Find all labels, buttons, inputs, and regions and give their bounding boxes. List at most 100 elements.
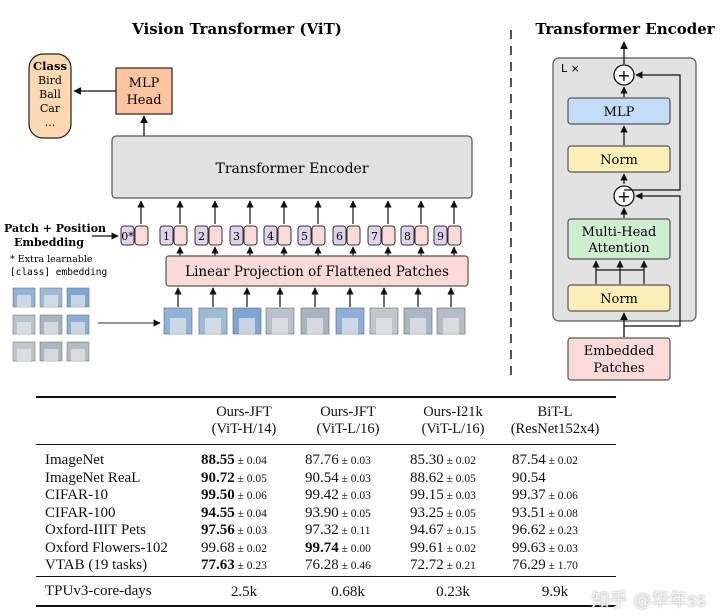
residual-add-icon bbox=[613, 64, 635, 86]
norm-block-bottom bbox=[567, 284, 671, 312]
position-embedding-token bbox=[263, 225, 278, 246]
table-row-label: CIFAR-100 bbox=[45, 504, 116, 521]
tile-building-shape bbox=[17, 295, 31, 307]
column-header-line: BiT-L bbox=[537, 404, 573, 420]
cell-error: ± 0.05 bbox=[443, 507, 476, 520]
cell-value: 77.63 bbox=[201, 557, 235, 573]
transformer-encoder-box bbox=[111, 135, 473, 199]
table-cell: 99.42 ± 0.03 bbox=[305, 487, 371, 504]
table-cell: 97.32 ± 0.11 bbox=[305, 522, 371, 539]
token-label: 3 bbox=[233, 230, 240, 243]
patch-embedding-token bbox=[277, 225, 292, 246]
table-row-label: Oxford Flowers-102 bbox=[45, 539, 168, 556]
table-bottom-rule bbox=[36, 605, 616, 607]
embedding-label: Patch + Position bbox=[4, 222, 106, 235]
position-embedding-token bbox=[159, 225, 174, 246]
embedding-label: Embedding bbox=[14, 236, 84, 249]
embedded-patches-box bbox=[567, 337, 671, 381]
cell-value: 94.67 bbox=[410, 522, 444, 538]
patch-embedding-token bbox=[381, 225, 396, 246]
token-label: 2 bbox=[198, 230, 205, 243]
residual-skip bbox=[624, 192, 681, 327]
table-cell: 99.37 ± 0.06 bbox=[512, 487, 578, 504]
cell-error: ± 0.03 bbox=[338, 472, 371, 485]
norm-block-label: Norm bbox=[600, 153, 638, 168]
cell-value: 97.32 bbox=[305, 522, 339, 538]
footer-cell: 9.9k bbox=[541, 584, 569, 600]
table-cell: 93.51 ± 0.08 bbox=[512, 505, 578, 522]
linear-projection-label: Linear Projection of Flattened Patches bbox=[185, 264, 449, 280]
table-cell: 76.29 ± 1.70 bbox=[512, 557, 578, 574]
patch-building-shape bbox=[272, 318, 288, 334]
cell-error: ± 0.02 bbox=[443, 455, 476, 467]
table-row-label: CIFAR-10 bbox=[45, 487, 109, 503]
cell-value: 90.54 bbox=[305, 469, 339, 486]
cell-value: 87.54 bbox=[512, 452, 546, 468]
position-embedding-token bbox=[229, 225, 244, 246]
cell-value: 94.55 bbox=[201, 504, 235, 521]
tile-building-shape bbox=[71, 322, 85, 334]
encoder-detail-title: Transformer Encoder bbox=[535, 20, 715, 38]
patch-embedding-token bbox=[447, 225, 462, 246]
class-item: Ball bbox=[39, 88, 61, 101]
table-cell: 99.15 ± 0.03 bbox=[410, 487, 476, 504]
patch-embedding-token bbox=[208, 225, 223, 246]
column-header: BiT-L(ResNet152x4) bbox=[500, 404, 610, 438]
class-box-title: Class bbox=[33, 59, 67, 73]
table-cell: 99.50 ± 0.06 bbox=[201, 487, 267, 504]
column-header-line: (ViT-L/16) bbox=[316, 421, 380, 437]
cell-value: 87.76 bbox=[305, 452, 339, 468]
patch-building-shape bbox=[307, 318, 323, 334]
cell-value: 72.72 bbox=[410, 557, 444, 573]
tile-building-shape bbox=[44, 349, 58, 361]
watermark: 知乎 @华年ss bbox=[591, 590, 706, 611]
cell-error: ± 0.06 bbox=[234, 490, 267, 502]
cell-value: 99.61 bbox=[410, 539, 444, 556]
cell-error: ± 0.03 bbox=[234, 525, 267, 537]
token-label: 8 bbox=[404, 230, 411, 243]
table-cell: 77.63 ± 0.23 bbox=[201, 557, 267, 574]
cell-error: ± 0.08 bbox=[545, 507, 578, 520]
tile-building-shape bbox=[17, 349, 31, 361]
cell-error: ± 1.70 bbox=[545, 560, 578, 572]
embedded-patches-label: Embedded bbox=[584, 344, 655, 359]
footer-label: TPUv3-core-days bbox=[45, 583, 152, 599]
patch-building-shape bbox=[443, 318, 459, 334]
column-header-line: (ViT-L/16) bbox=[421, 421, 485, 437]
cell-error: ± 0.03 bbox=[545, 542, 578, 555]
patch-embedding-token bbox=[173, 225, 188, 246]
cell-value: 76.29 bbox=[512, 557, 546, 573]
mlp-block bbox=[567, 97, 671, 125]
position-embedding-token bbox=[297, 225, 312, 246]
cell-value: 99.15 bbox=[410, 487, 444, 503]
class-item: Bird bbox=[38, 74, 62, 87]
cell-error: ± 0.02 bbox=[234, 542, 267, 555]
norm-block-label: Norm bbox=[600, 292, 638, 307]
table-cell: 99.74 ± 0.00 bbox=[305, 540, 371, 557]
token-label: 4 bbox=[267, 230, 274, 243]
mlp-head-label: MLP bbox=[129, 76, 160, 91]
cell-error: ± 0.02 bbox=[443, 542, 476, 555]
input-image-grid bbox=[12, 287, 90, 362]
table-cell: 87.54 ± 0.02 bbox=[512, 452, 578, 469]
residual-add-label: + bbox=[617, 187, 630, 206]
cell-value: 90.72 bbox=[201, 469, 235, 486]
table-cell: 96.62 ± 0.23 bbox=[512, 522, 578, 539]
cell-error: ± 0.15 bbox=[443, 525, 476, 537]
column-header: Ours-JFT(ViT-H/14) bbox=[189, 404, 299, 438]
table-cell: 93.90 ± 0.05 bbox=[305, 505, 371, 522]
table-cell: 76.28 ± 0.46 bbox=[305, 557, 371, 574]
cell-value: 99.42 bbox=[305, 487, 339, 503]
cell-error: ± 0.23 bbox=[234, 560, 267, 572]
cell-value: 99.37 bbox=[512, 487, 546, 503]
table-cell: 90.72 ± 0.05 bbox=[201, 470, 267, 487]
token-label: 7 bbox=[371, 230, 378, 243]
position-embedding-token bbox=[433, 225, 448, 246]
repeat-label: L × bbox=[561, 62, 580, 75]
class-item: Car bbox=[40, 102, 61, 115]
table-cell: 90.54 bbox=[512, 470, 546, 487]
table-cell: 90.54 ± 0.03 bbox=[305, 470, 371, 487]
mlp-head-label: Head bbox=[126, 93, 161, 108]
extra-note: [class] embedding bbox=[10, 267, 107, 278]
